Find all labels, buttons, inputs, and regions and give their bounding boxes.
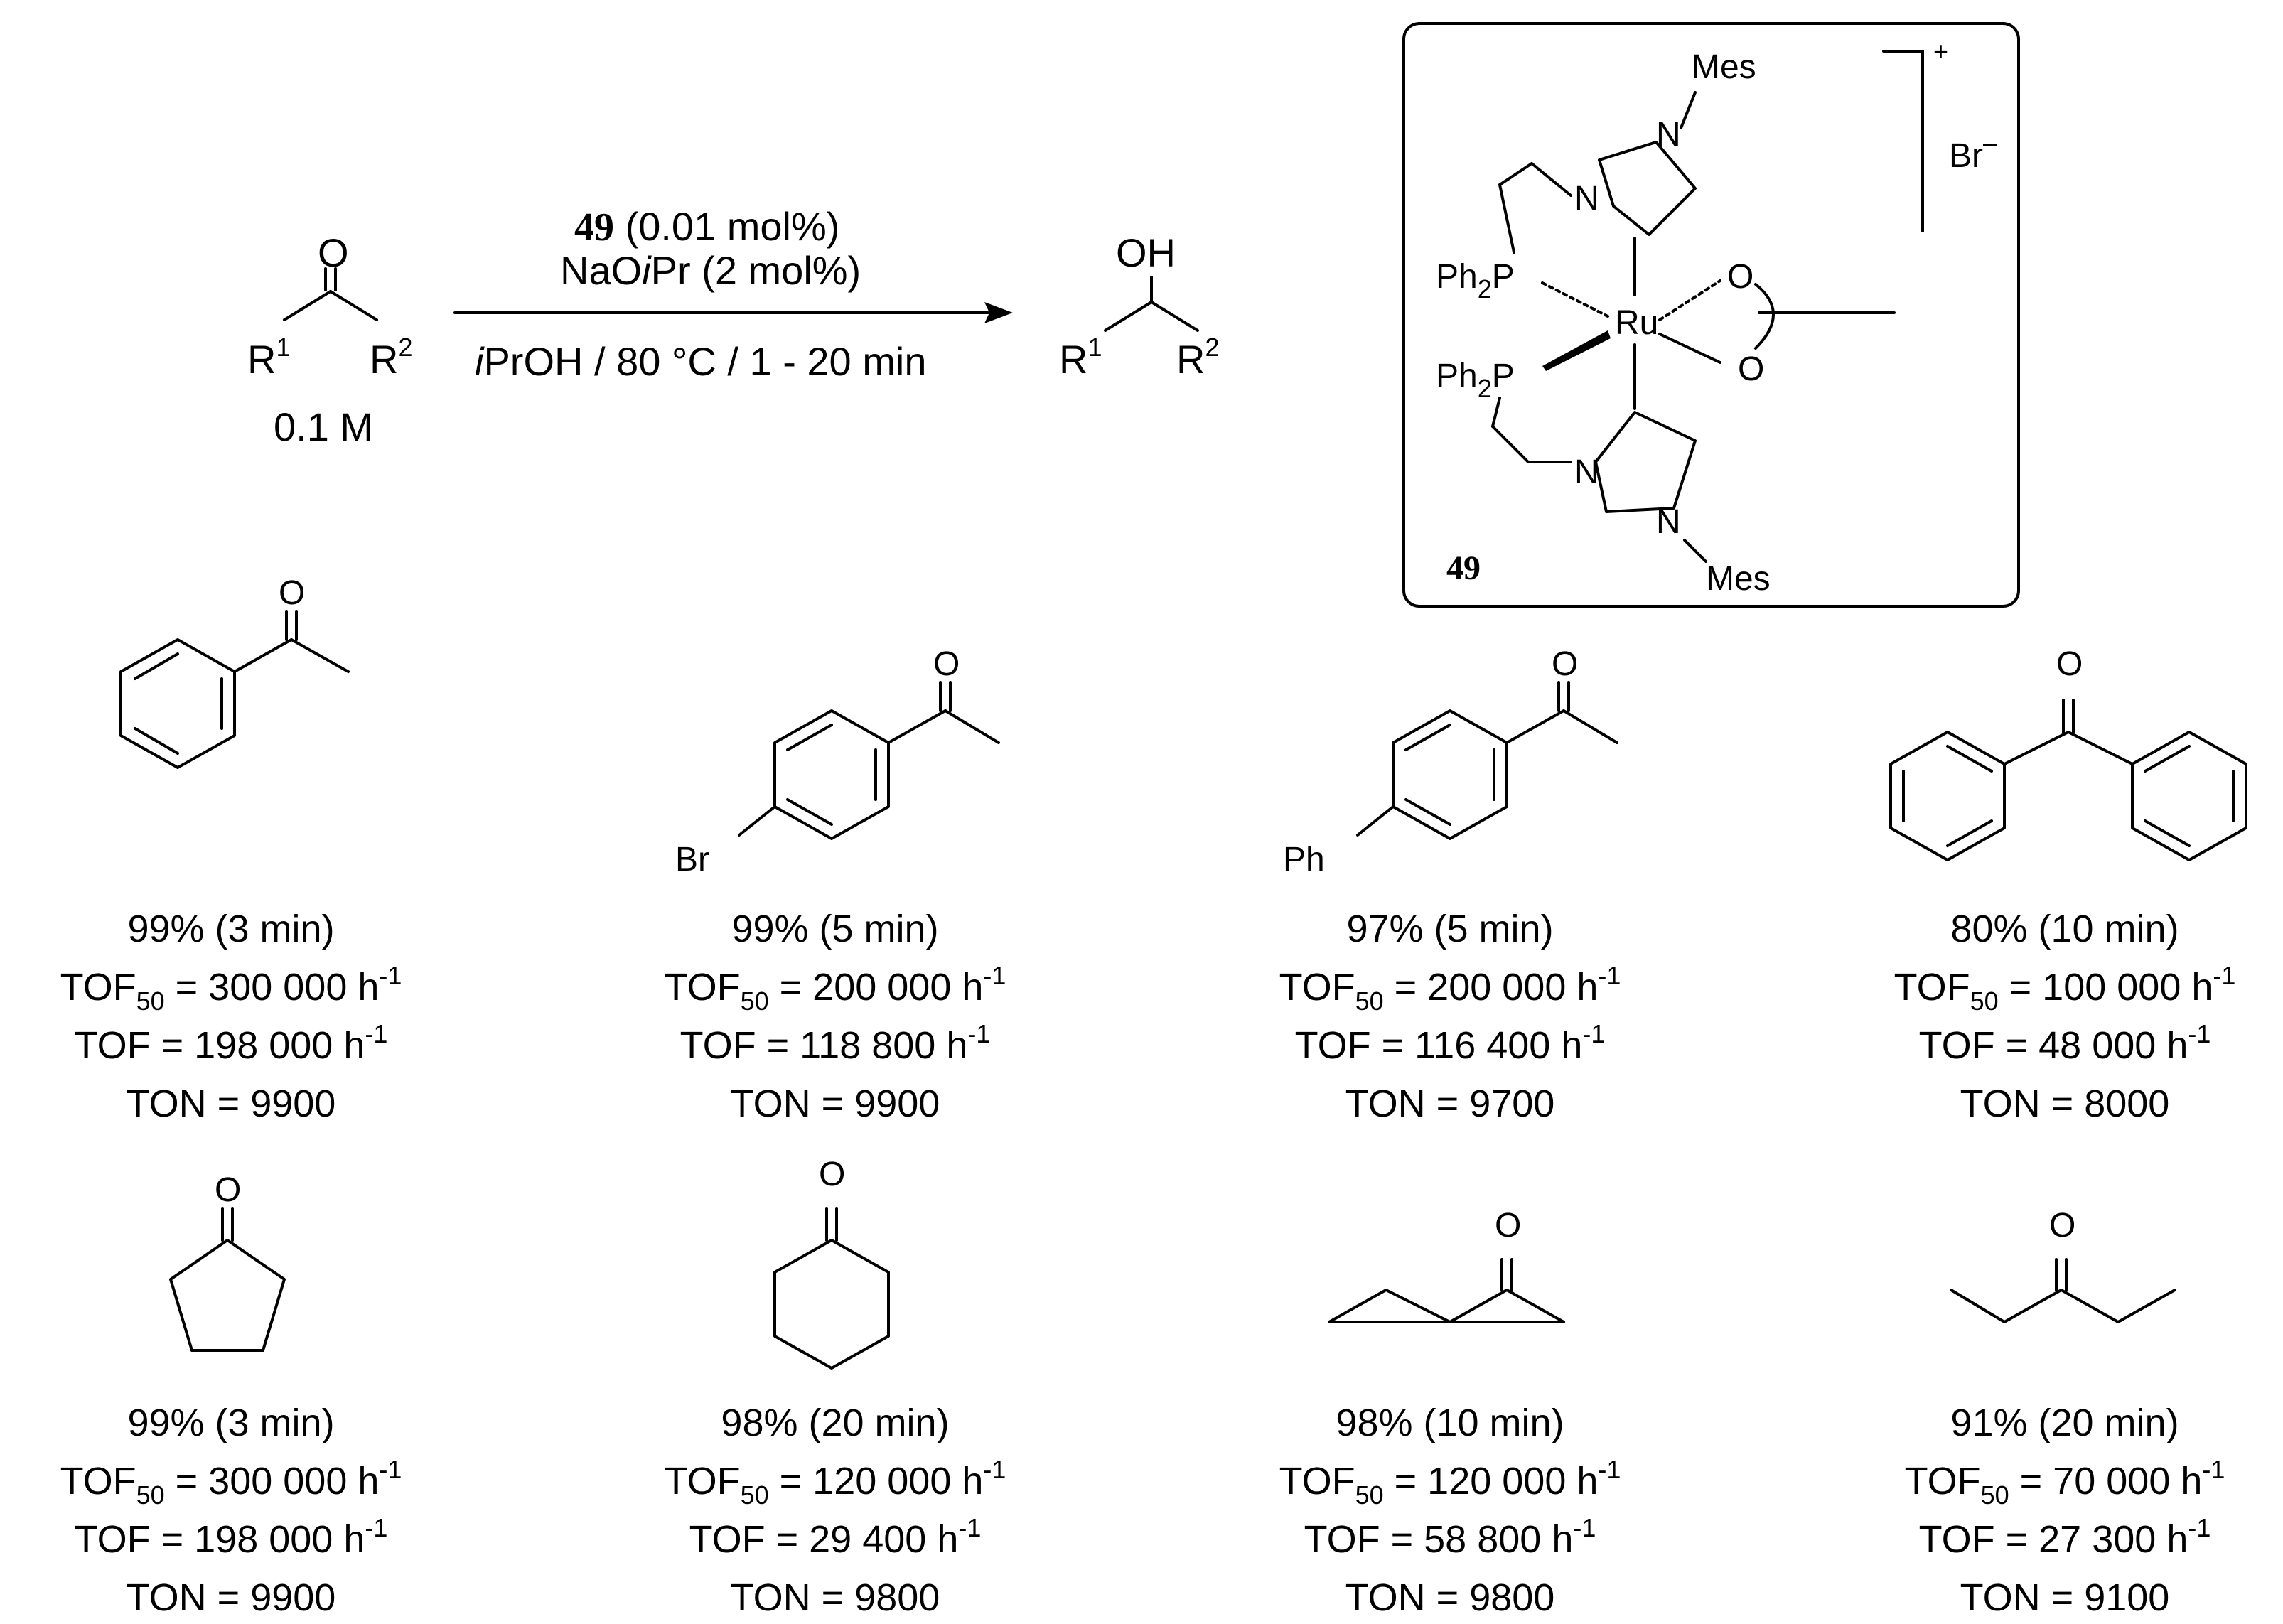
tof-value: TOF = 118 800 h-1: [680, 1019, 991, 1067]
bromine-label: Br: [675, 841, 709, 878]
r2-label: R2: [370, 333, 412, 382]
tof50-value: TOF50 = 120 000 h-1: [1279, 1455, 1621, 1510]
pentan-3-one-oxygen: O: [2049, 1207, 2075, 1244]
lower-n1-label: N: [1574, 453, 1599, 491]
reaction-conditions: iPrOH / 80 °C / 1 - 20 min: [475, 339, 926, 384]
upper-pph2-label: Ph2P: [1436, 258, 1515, 303]
tof50-value: TOF50 = 120 000 h-1: [665, 1455, 1006, 1510]
tof50-value: TOF50 = 70 000 h-1: [1905, 1455, 2225, 1510]
ton-value: TON = 9700: [1345, 1082, 1555, 1125]
yield-time: 98% (10 min): [1336, 1402, 1564, 1444]
catalyst-loading: 49 (0.01 mol%): [574, 204, 839, 249]
substrate-3-pentanone: O: [1950, 1207, 2176, 1323]
ton-value: TON = 9900: [731, 1082, 940, 1125]
acetate-oxygen-2: O: [1738, 350, 1764, 388]
cation-charge: +: [1933, 37, 1948, 66]
yield-time: 99% (3 min): [127, 1402, 334, 1444]
phenyl-label: Ph: [1283, 841, 1325, 878]
tof50-value: TOF50 = 100 000 h-1: [1894, 961, 2236, 1016]
tof-value: TOF = 198 000 h-1: [75, 1513, 388, 1561]
product-alcohol: OH R1 R2: [1059, 230, 1219, 382]
ruthenium-label: Ru: [1615, 304, 1658, 342]
ton-value: TON = 9900: [127, 1082, 336, 1125]
phenylacetophenone-oxygen: O: [1552, 645, 1578, 683]
catalyst-compound-label: 49: [1446, 549, 1481, 587]
carbonyl-oxygen-label: O: [318, 230, 349, 275]
catalyst-box: [1402, 22, 2020, 608]
product-r2-label: R2: [1176, 333, 1219, 382]
upper-n1-label: N: [1574, 180, 1599, 217]
tof-value: TOF = 27 300 h-1: [1919, 1513, 2211, 1561]
hydroxyl-label: OH: [1116, 230, 1176, 275]
yield-time: 80% (10 min): [1950, 908, 2179, 950]
ton-value: TON = 9800: [1345, 1576, 1555, 1619]
base-loading: NaOiPr (2 mol%): [560, 248, 861, 293]
tof50-value: TOF50 = 200 000 h-1: [1279, 961, 1621, 1016]
yield-time: 99% (3 min): [127, 908, 334, 950]
yield-time: 91% (20 min): [1950, 1402, 2179, 1444]
reaction-arrow: 49 (0.01 mol%) NaOiPr (2 mol%) iPrOH / 8…: [453, 204, 1013, 384]
acetate-oxygen-1: O: [1727, 258, 1753, 296]
bromide-counterion: Br–: [1949, 128, 1997, 175]
yield-time: 98% (20 min): [721, 1402, 949, 1444]
tof50-value: TOF50 = 300 000 h-1: [60, 1455, 402, 1510]
catalyst-49-structure: + Br– Ru N N Mes Ph2P Ph2P N N Mes O: [1402, 22, 2020, 608]
substrate-acetophenone: O: [119, 574, 350, 769]
ton-value: TON = 9100: [1960, 1576, 2170, 1619]
tof-value: TOF = 48 000 h-1: [1919, 1019, 2211, 1067]
substrate-cyclohexanone: O: [773, 1156, 890, 1370]
upper-n3-label: N: [1656, 116, 1681, 154]
ton-value: TON = 9800: [731, 1576, 940, 1619]
yield-time: 99% (5 min): [731, 908, 938, 950]
bromoacetophenone-oxygen: O: [933, 645, 960, 683]
ton-value: TON = 8000: [1960, 1082, 2170, 1125]
tof50-value: TOF50 = 300 000 h-1: [60, 961, 402, 1016]
upper-mes-label: Mes: [1692, 48, 1756, 86]
lower-mes-label: Mes: [1706, 560, 1771, 598]
acetophenone-oxygen: O: [279, 574, 305, 612]
substrate-benzophenone: O: [1889, 645, 2247, 861]
yield-time: 97% (5 min): [1346, 908, 1553, 950]
substrate-2-pentanone: O: [1328, 1207, 1565, 1323]
lower-pph2-label: Ph2P: [1436, 357, 1515, 403]
cyclohexanone-oxygen: O: [819, 1156, 845, 1193]
pentanone-oxygen: O: [1495, 1207, 1521, 1244]
lower-n3-label: N: [1656, 503, 1681, 541]
tof50-value: TOF50 = 200 000 h-1: [665, 961, 1006, 1016]
reactant-ketone: O R1 R2 0.1 M: [247, 230, 412, 449]
tof-value: TOF = 29 400 h-1: [689, 1513, 982, 1561]
r1-label: R1: [247, 333, 290, 382]
ton-value: TON = 9900: [127, 1576, 336, 1619]
benzophenone-oxygen: O: [2056, 645, 2083, 683]
product-r1-label: R1: [1059, 333, 1102, 382]
cyclopentanone-oxygen: O: [215, 1171, 241, 1209]
tof-value: TOF = 198 000 h-1: [75, 1019, 388, 1067]
substrate-4-bromoacetophenone: O Br: [675, 645, 1000, 878]
substrate-4-phenylacetophenone: O Ph: [1283, 645, 1618, 878]
tof-value: TOF = 58 800 h-1: [1304, 1513, 1596, 1561]
substrate-cyclopentanone: O: [169, 1171, 286, 1352]
concentration-label: 0.1 M: [274, 404, 373, 449]
tof-value: TOF = 116 400 h-1: [1295, 1019, 1606, 1067]
